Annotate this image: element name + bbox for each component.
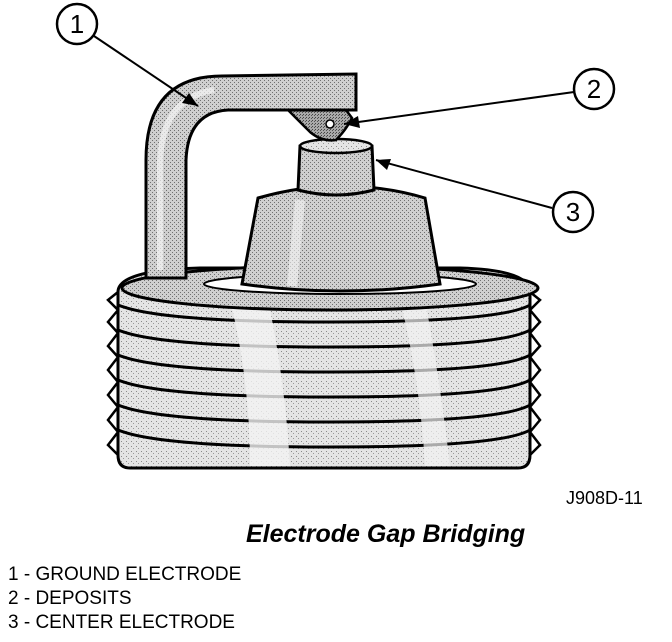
callout-2: 2 xyxy=(572,67,616,111)
callout-3-label: 3 xyxy=(566,197,580,227)
threaded-shell xyxy=(106,266,542,470)
spark-plug-illustration: 1 2 3 xyxy=(55,2,616,470)
callout-1: 1 xyxy=(55,2,99,46)
center-electrode xyxy=(296,137,376,197)
legend-item: 1 - GROUND ELECTRODE xyxy=(8,564,242,585)
callout-1-label: 1 xyxy=(70,9,84,39)
legend-item: 3 - CENTER ELECTRODE xyxy=(8,612,235,633)
leader-line-1 xyxy=(93,35,199,107)
arrowhead-1 xyxy=(182,93,198,106)
leader-line-2 xyxy=(343,91,575,125)
deposits xyxy=(284,108,354,142)
leader-line-3 xyxy=(375,159,553,209)
arrowhead-2 xyxy=(344,116,360,128)
callout-2-label: 2 xyxy=(587,74,601,104)
ground-electrode xyxy=(144,72,358,280)
legend-item: 2 - DEPOSITS xyxy=(8,588,132,609)
figure-code: J908D-11 xyxy=(566,488,643,508)
figure-caption: Electrode Gap Bridging xyxy=(246,520,526,548)
callout-3: 3 xyxy=(551,190,595,234)
legend-list: 1 - GROUND ELECTRODE 2 - DEPOSITS 3 - CE… xyxy=(8,563,241,635)
arrowhead-3 xyxy=(376,159,391,170)
insulator xyxy=(240,184,442,293)
